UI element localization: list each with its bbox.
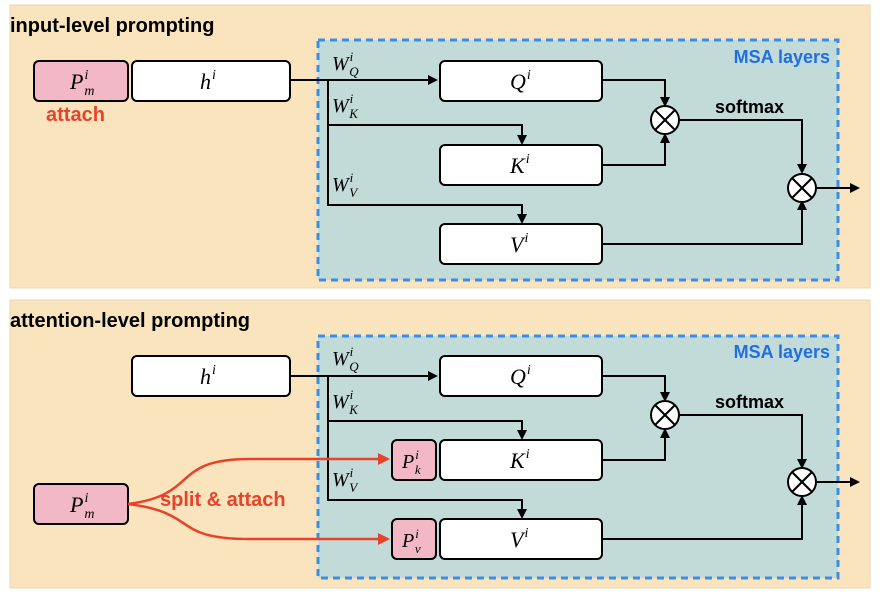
v-to-mult-path [602, 495, 807, 540]
panel-title: attention-level prompting [10, 310, 250, 332]
prompt-pv-box [391, 518, 437, 560]
multiply-node-qk [650, 400, 680, 430]
panel-title: input-level prompting [10, 15, 214, 37]
msa-layers-label: MSA layers [734, 342, 830, 362]
multiply-node-qk [650, 105, 680, 135]
v-label: Vi [510, 526, 528, 552]
k-to-mult-path [602, 133, 670, 166]
softmax-label: softmax [715, 392, 784, 412]
softmax-path [679, 119, 807, 174]
softmax-path [679, 414, 807, 469]
k-label: Ki [509, 447, 530, 473]
v-to-mult-path [602, 200, 807, 245]
attach-label: attach [46, 104, 105, 126]
split-attach-label: split & attach [160, 489, 286, 511]
k-label: Ki [509, 152, 530, 178]
msa-layers-label: MSA layers [734, 47, 830, 67]
panel-attention-level: attention-level prompting MSA layers hi … [9, 299, 871, 589]
wv-path [290, 79, 527, 224]
q-to-mult-path [602, 375, 670, 402]
softmax-label: softmax [715, 97, 784, 117]
split-arrow-to-pk [127, 453, 390, 506]
wk-path [328, 420, 527, 440]
h-box [131, 355, 291, 397]
q-label: Qi [510, 68, 531, 94]
split-arrow-to-pv [127, 502, 390, 545]
wv-path [290, 375, 527, 519]
q-label: Qi [510, 363, 531, 389]
prompt-pm-box [33, 60, 129, 102]
multiply-node-v [787, 173, 817, 203]
q-to-mult-path [602, 79, 670, 107]
h-box [131, 60, 291, 102]
multiply-node-v [787, 467, 817, 497]
k-to-mult-path [602, 428, 670, 461]
h-label: hi [200, 68, 216, 94]
v-label: Vi [510, 231, 528, 257]
h-label: hi [200, 363, 216, 389]
wk-path [328, 124, 527, 145]
prompt-pk-box [391, 439, 437, 481]
